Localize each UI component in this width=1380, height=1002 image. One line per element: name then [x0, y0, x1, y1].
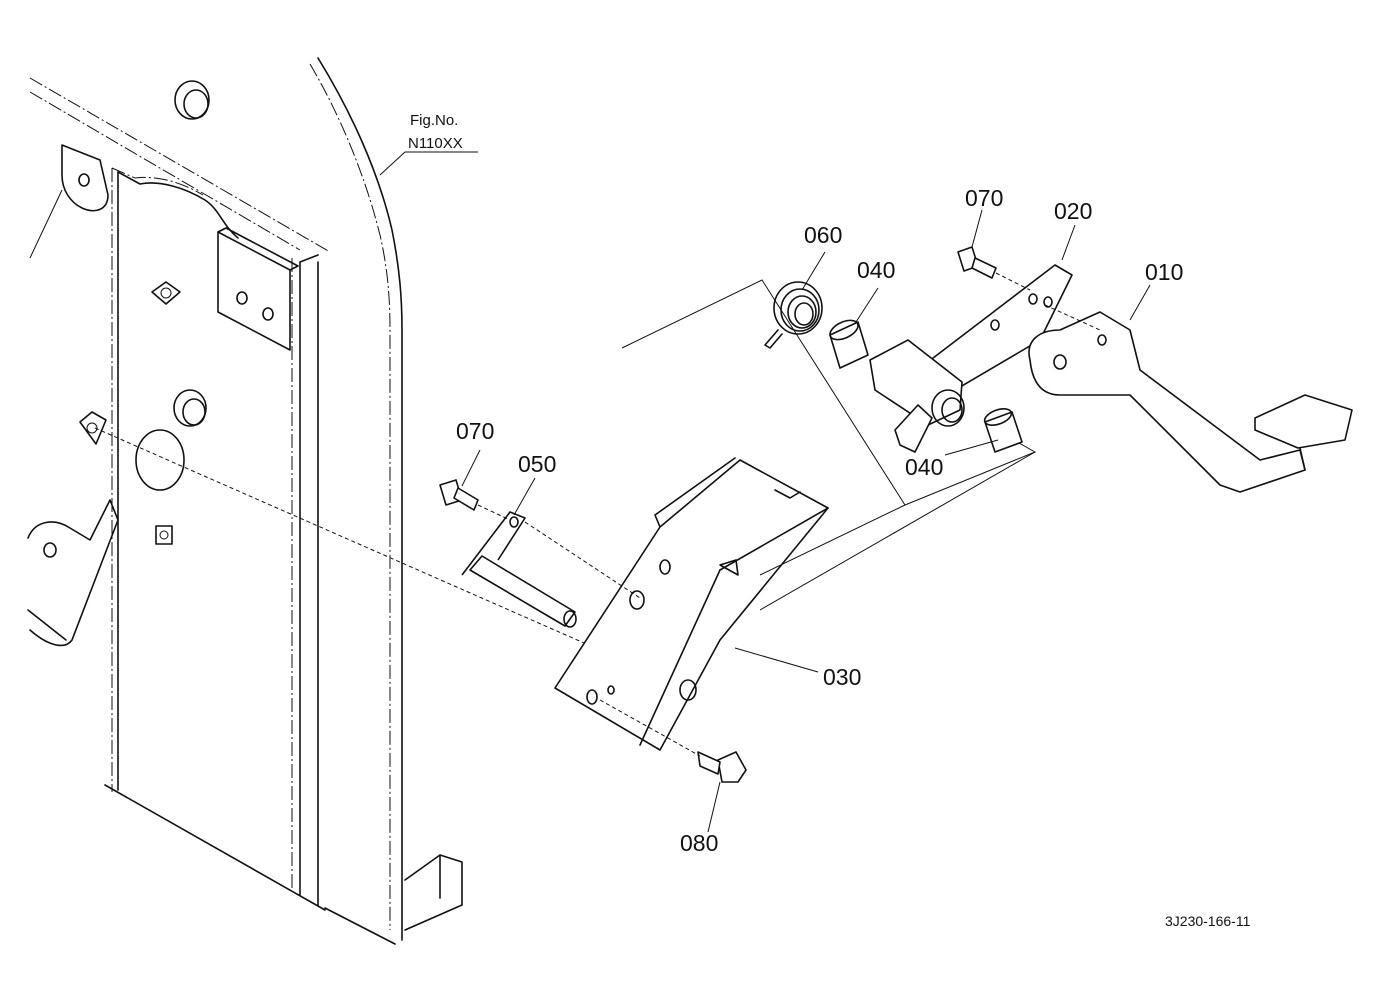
label-030: 030 [823, 664, 861, 690]
pedal-010 [1028, 304, 1353, 493]
drawing-number: 3J230-166-11 [1165, 913, 1251, 929]
assembly-axis-line [94, 427, 601, 651]
frame-panel [27, 57, 463, 945]
bolt-070-right [957, 246, 1031, 291]
figure-reference-line1: Fig.No. [410, 112, 458, 129]
bolt-080 [599, 699, 747, 783]
spring-060 [764, 281, 823, 349]
label-060: 060 [804, 222, 842, 248]
arm-020 [869, 264, 1073, 453]
bracket-030 [554, 457, 829, 751]
figure-reference-line2: N110XX [408, 135, 463, 152]
label-070-left: 070 [456, 418, 494, 444]
label-020: 020 [1054, 198, 1092, 224]
label-070-right: 070 [965, 185, 1003, 211]
label-050: 050 [518, 451, 556, 477]
label-040-lower: 040 [905, 454, 943, 480]
label-010: 010 [1145, 259, 1183, 285]
subassembly-outline [621, 279, 906, 576]
bushing-040-upper [829, 319, 869, 369]
leader-lines [379, 151, 1151, 833]
bushing-040-lower [983, 408, 1023, 453]
label-080: 080 [680, 830, 718, 856]
label-040-upper: 040 [857, 257, 895, 283]
pin-050 [461, 511, 641, 628]
bolt-070-left [439, 479, 511, 521]
